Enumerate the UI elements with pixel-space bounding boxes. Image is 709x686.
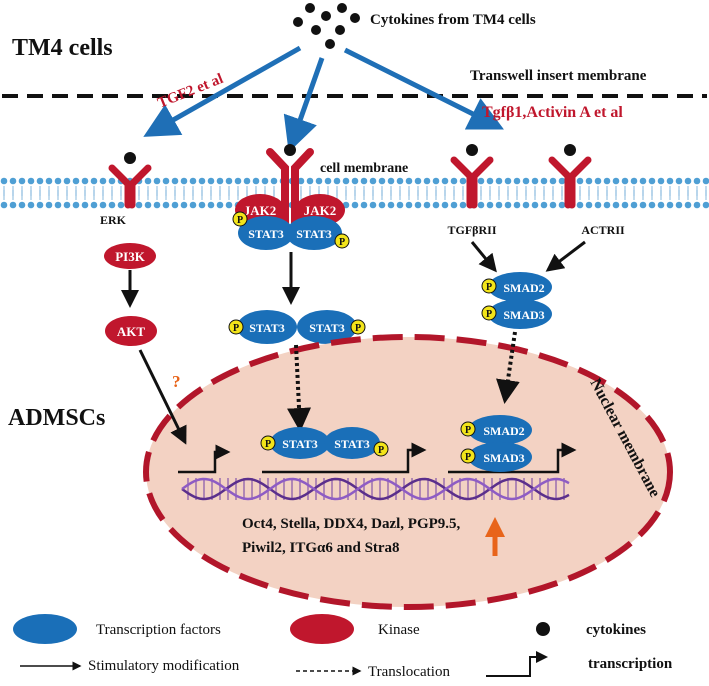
phospho-badge xyxy=(481,278,497,294)
cytokine-dot xyxy=(284,144,296,156)
smad3-label: SMAD3 xyxy=(503,308,544,322)
phospho-label: P xyxy=(465,452,471,463)
phospho-label: P xyxy=(233,323,239,334)
legend-cytokines: cytokines xyxy=(586,622,646,638)
phospho-badge xyxy=(481,305,497,321)
transcription-marker-3 xyxy=(448,442,577,474)
arrow-to-erk xyxy=(143,45,302,137)
smad2 xyxy=(488,272,552,302)
pi3k-label: PI3K xyxy=(115,249,146,264)
admscs-label: ADMSCs xyxy=(8,405,105,431)
phospho-badge xyxy=(460,421,476,437)
stat3-left xyxy=(238,216,294,250)
akt-label: AKT xyxy=(117,324,146,339)
jak2-label-left: JAK2 xyxy=(244,203,277,218)
stat3-dimer-right xyxy=(297,310,357,344)
legend-transcription: transcription xyxy=(588,656,673,672)
smad3-label: SMAD3 xyxy=(483,451,524,465)
phospho-label: P xyxy=(339,237,345,248)
unknown-mechanism-mark: ? xyxy=(172,372,181,391)
nuclear-smad2 xyxy=(468,415,532,445)
phospho-label: P xyxy=(355,323,361,334)
arrow-to-tgfbrii xyxy=(343,47,504,130)
phospho-label: P xyxy=(265,439,271,450)
cytokine-dot xyxy=(466,144,478,156)
tgfbrii-label: TGFβRII xyxy=(448,223,497,237)
legend-kinase: Kinase xyxy=(378,622,420,638)
translocation-arrow-stat3 xyxy=(287,344,312,432)
target-genes-line1: Oct4, Stella, DDX4, Dazl, PGP9.5, xyxy=(242,516,461,532)
jak2-label-right: JAK2 xyxy=(304,203,337,218)
tgf2-label: TGF2 et al xyxy=(156,71,226,112)
pi3k-kinase xyxy=(104,243,156,269)
phospho-label: P xyxy=(378,445,384,456)
stat3-label: STAT3 xyxy=(309,321,345,335)
nuclear-smad3 xyxy=(468,442,532,472)
arrow-tgfbrii-smad xyxy=(470,241,497,273)
smad3 xyxy=(488,299,552,329)
legend-translocation: Translocation xyxy=(368,664,450,680)
phospho-label: P xyxy=(486,282,492,293)
legend-cytokine-swatch xyxy=(536,622,550,636)
actrii-label: ACTRII xyxy=(581,223,625,237)
stat3-label: STAT3 xyxy=(282,437,318,451)
tm4-cells-label: TM4 cells xyxy=(12,35,113,61)
cell-membrane xyxy=(0,177,709,209)
tgfbrii-receptor xyxy=(450,144,494,209)
cell-membrane-label: cell membrane xyxy=(320,161,408,176)
legend-transcription-marker xyxy=(486,651,548,677)
arrow-to-jak2 xyxy=(283,57,325,153)
stat3-label: STAT3 xyxy=(296,227,332,241)
transcription-marker-2 xyxy=(262,442,427,474)
legend-stimulatory: Stimulatory modification xyxy=(88,658,240,674)
erk-receptor xyxy=(108,152,152,209)
phospho-label: P xyxy=(465,425,471,436)
cytokines-source-label: Cytokines from TM4 cells xyxy=(370,12,536,28)
smad2-label: SMAD2 xyxy=(483,424,524,438)
phospho-badge xyxy=(260,435,276,451)
nuclear-stat3-right xyxy=(324,427,380,459)
legend: Transcription factors Kinase cytokines S… xyxy=(13,614,673,680)
stat3-dimer-left xyxy=(237,310,297,344)
transwell-label: Transwell insert membrane xyxy=(470,68,647,84)
phospho-label: P xyxy=(237,215,243,226)
phospho-badge xyxy=(334,233,350,249)
nuclear-stat3-left xyxy=(270,427,330,459)
phospho-badge xyxy=(232,211,248,227)
dna-helix xyxy=(181,477,570,501)
stat3-label: STAT3 xyxy=(249,321,285,335)
phospho-badge xyxy=(350,319,366,335)
smad2-label: SMAD2 xyxy=(503,281,544,295)
stat3-label: STAT3 xyxy=(248,227,284,241)
stat3-right xyxy=(286,216,342,250)
cytokine-dot xyxy=(124,152,136,164)
target-genes-line2: Piwil2, ITGα6 and Stra8 xyxy=(242,540,400,556)
akt-kinase xyxy=(105,316,157,346)
arrow-akt-nucleus xyxy=(138,349,187,445)
phospho-label: P xyxy=(486,309,492,320)
actrii-receptor xyxy=(548,144,592,209)
legend-transcription-factors: Transcription factors xyxy=(96,622,221,638)
phospho-badge xyxy=(460,448,476,464)
cytokine-dot xyxy=(564,144,576,156)
transcription-marker-1 xyxy=(178,444,231,474)
legend-transcription-factor-swatch xyxy=(13,614,77,644)
arrow-actrii-smad xyxy=(545,240,586,272)
phospho-badge xyxy=(373,441,389,457)
legend-kinase-swatch xyxy=(290,614,354,644)
jak2-receptor xyxy=(266,144,314,234)
tgfb1-activin-label: Tgfβ1,Activin A et al xyxy=(482,104,623,121)
erk-label: ERK xyxy=(100,213,127,227)
cytokine-cluster xyxy=(293,3,360,49)
phospho-badge xyxy=(228,319,244,335)
stat3-alt-label: STAT3 xyxy=(334,437,370,451)
